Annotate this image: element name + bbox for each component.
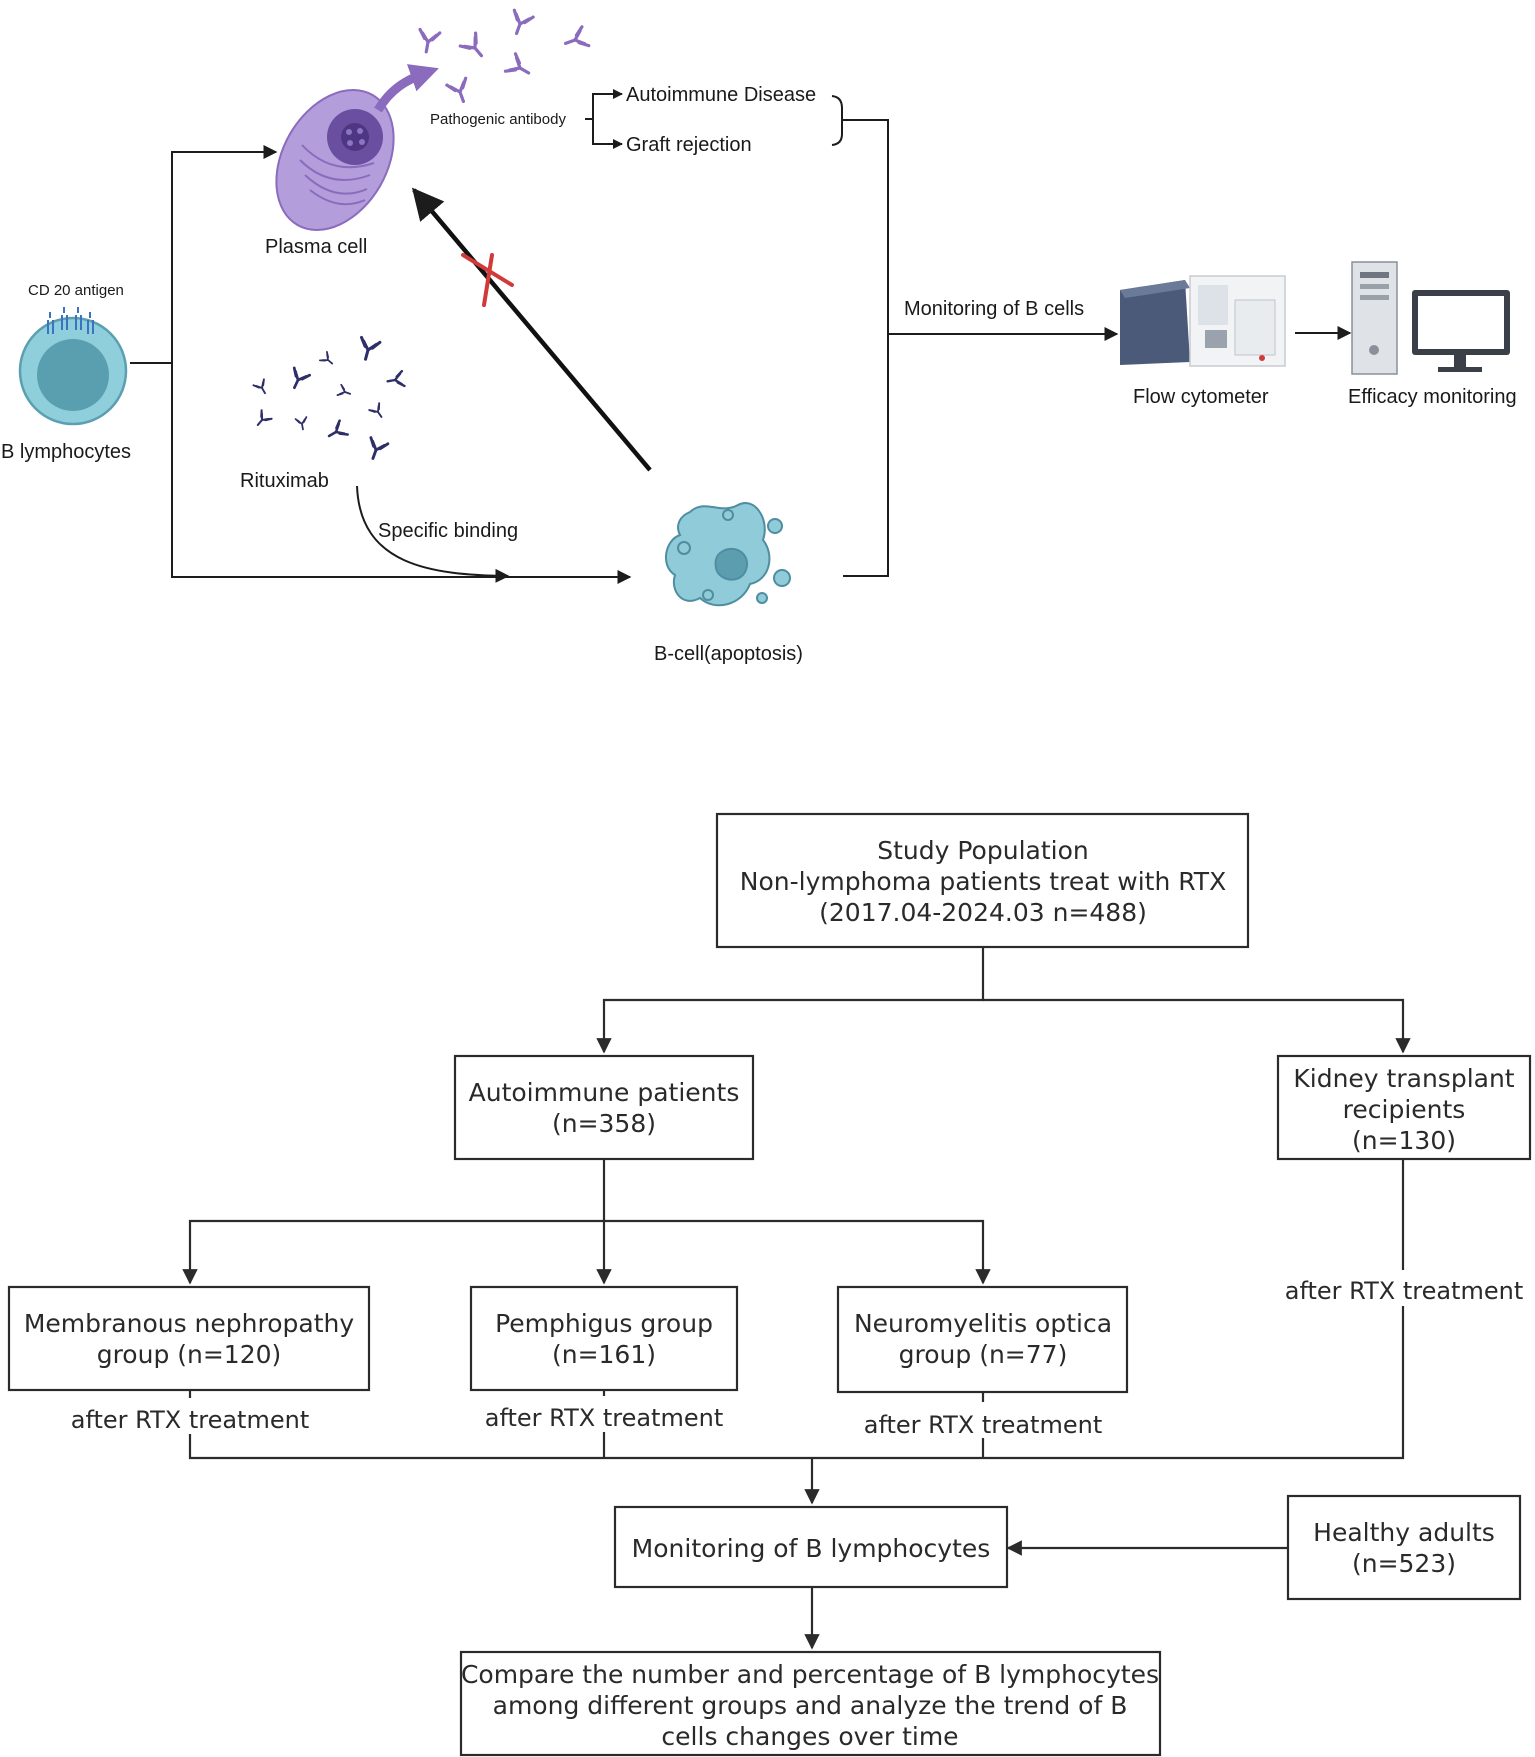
neuromyelitis-line-2: group (n=77): [899, 1340, 1068, 1369]
rituximab-antibody-icon: [251, 335, 406, 463]
monitoring-b-cells-label: Monitoring of B cells: [904, 298, 1084, 320]
arrow-to-autoimmune-disease: [585, 89, 623, 120]
after-rtx-kidney-label: after RTX treatment: [1285, 1277, 1523, 1305]
healthy-line-1: Healthy adults: [1313, 1518, 1495, 1547]
antibody-cluster-purple-icon: [414, 8, 591, 107]
compare-line-3: cells changes over time: [661, 1722, 958, 1751]
healthy-adults-box: Healthy adults (n=523): [1286, 1494, 1522, 1601]
neuromyelitis-optica-box: Neuromyelitis optica group (n=77): [836, 1285, 1129, 1394]
apoptosis-label: B-cell(apoptosis): [654, 643, 803, 665]
kidney-line-1: Kidney transplant: [1293, 1064, 1514, 1093]
arrow-to-membranous-box: [182, 1219, 604, 1285]
pemphigus-group-box: Pemphigus group (n=161): [469, 1285, 739, 1392]
computer-icon: [1351, 261, 1510, 375]
neuromyelitis-line-1: Neuromyelitis optica: [854, 1309, 1112, 1338]
flow-cytometer-icon: [1120, 275, 1286, 367]
apoptotic-b-cell-icon: [665, 502, 791, 607]
study-population-box: Study Population Non-lymphoma patients t…: [715, 812, 1250, 949]
efficacy-monitoring-label: Efficacy monitoring: [1348, 386, 1517, 408]
study-population-line-1: Study Population: [877, 836, 1088, 865]
b-lymphocyte-icon: [18, 307, 128, 426]
specific-binding-label: Specific binding: [378, 520, 518, 542]
study-flowchart: Study Population Non-lymphoma patients t…: [7, 812, 1532, 1757]
study-population-line-2: Non-lymphoma patients treat with RTX: [740, 867, 1226, 896]
arrow-to-graft-rejection: [592, 119, 623, 149]
autoimmune-line-1: Autoimmune patients: [469, 1078, 740, 1107]
pemphigus-line-2: (n=161): [552, 1340, 656, 1369]
mechanism-panel: CD 20 antigen B lymphocytes Plasma cell: [1, 8, 1517, 665]
monitoring-b-lymphocytes-box: Monitoring of B lymphocytes: [613, 1505, 1009, 1589]
plasma-cell-icon: [275, 64, 439, 231]
kidney-line-3: (n=130): [1352, 1126, 1456, 1155]
blocked-cross-icon: [461, 253, 514, 307]
flow-cytometer-label: Flow cytometer: [1133, 386, 1269, 408]
graft-rejection-label: Graft rejection: [626, 134, 752, 156]
kidney-transplant-box: Kidney transplant recipients (n=130): [1276, 1054, 1532, 1161]
rituximab-label: Rituximab: [240, 470, 329, 492]
membranous-line-1: Membranous nephropathy: [24, 1309, 355, 1338]
healthy-line-2: (n=523): [1352, 1549, 1456, 1578]
arrow-to-kidney-box: [983, 998, 1411, 1054]
cd20-antigen-label: CD 20 antigen: [28, 282, 124, 299]
pathogenic-antibody-label: Pathogenic antibody: [430, 111, 566, 128]
arrow-to-neuromyelitis-box: [604, 1219, 991, 1285]
autoimmune-line-2: (n=358): [552, 1109, 656, 1138]
membranous-line-2: group (n=120): [97, 1340, 282, 1369]
compare-line-1: Compare the number and percentage of B l…: [461, 1660, 1159, 1689]
plasma-cell-label: Plasma cell: [265, 236, 367, 258]
arrow-to-autoimmune-box: [596, 947, 985, 1054]
kidney-line-2: recipients: [1343, 1095, 1466, 1124]
membranous-nephropathy-box: Membranous nephropathy group (n=120): [7, 1285, 371, 1392]
autoimmune-disease-label: Autoimmune Disease: [626, 84, 816, 106]
merge-connector: [188, 1159, 1405, 1460]
b-lymphocytes-label: B lymphocytes: [1, 441, 131, 463]
arrow-to-apoptosis: [171, 363, 632, 584]
compare-line-2: among different groups and analyze the t…: [493, 1691, 1128, 1720]
blocked-differentiation-arrow: [411, 187, 652, 472]
specific-binding-arrow: [356, 485, 510, 583]
outcome-brace: [831, 95, 843, 146]
after-rtx-neuromyelitis-label: after RTX treatment: [864, 1411, 1102, 1439]
compare-groups-box: Compare the number and percentage of B l…: [459, 1650, 1162, 1757]
pemphigus-line-1: Pemphigus group: [495, 1309, 713, 1338]
arrow-to-plasma-cell: [130, 145, 278, 364]
after-rtx-membranous-label: after RTX treatment: [71, 1406, 309, 1434]
study-population-line-3: (2017.04-2024.03 n=488): [819, 898, 1147, 927]
after-rtx-pemphigus-label: after RTX treatment: [485, 1404, 723, 1432]
monitoring-label: Monitoring of B lymphocytes: [632, 1534, 991, 1563]
monitoring-connector: [842, 119, 889, 577]
autoimmune-patients-box: Autoimmune patients (n=358): [453, 1054, 755, 1161]
